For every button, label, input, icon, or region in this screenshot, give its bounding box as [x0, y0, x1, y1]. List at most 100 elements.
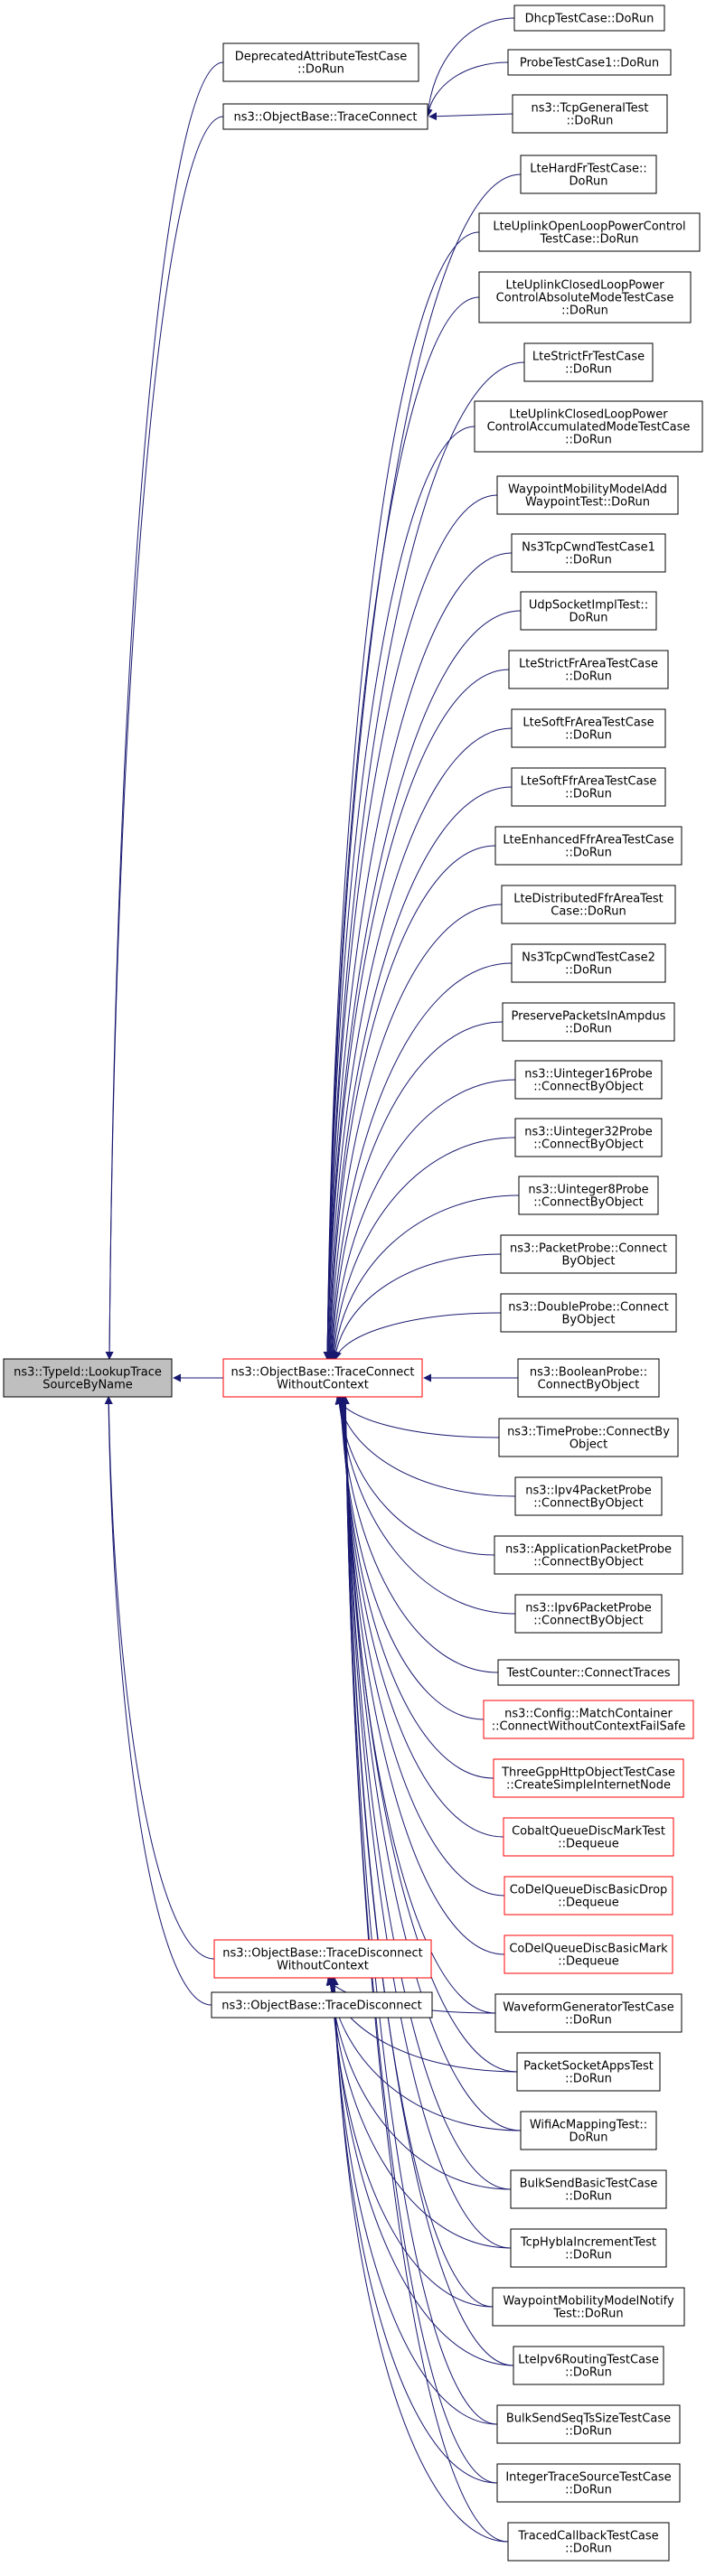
node-box — [496, 2404, 681, 2444]
node-box — [508, 650, 669, 689]
node-label-line: LteSoftFfrAreaTestCase — [521, 775, 657, 789]
node-label-line: ::DoRun — [565, 2190, 612, 2204]
node-label-line: ByObject — [562, 1314, 616, 1327]
node-tracedcallback[interactable]: TracedCallbackTestCase::DoRun — [507, 2522, 670, 2562]
node-box — [496, 2463, 681, 2503]
node-matchcontainer[interactable]: ns3::Config::MatchContainer::ConnectWith… — [483, 1700, 694, 1739]
node-box — [498, 1418, 679, 1457]
node-probe1[interactable]: ProbeTestCase1::DoRun — [507, 49, 672, 76]
node-uint16[interactable]: ns3::Uinteger16Probe::ConnectByObject — [514, 1060, 663, 1100]
node-ltesoftffr[interactable]: LteSoftFfrAreaTestCase::DoRun — [511, 767, 666, 807]
edge-bulksendseq-to-tcwc — [341, 1396, 498, 2425]
edge-tcpgen-to-traceconnect — [428, 112, 513, 121]
edge-traceconnect-to-root — [105, 116, 224, 1360]
node-box — [497, 1659, 680, 1686]
node-boolprobe[interactable]: ns3::BooleanProbe::ConnectByObject — [517, 1358, 660, 1398]
node-integertrace[interactable]: IntegerTraceSourceTestCase::DoRun — [496, 2463, 681, 2503]
node-label-line: LteUplinkOpenLoopPowerControl — [493, 220, 685, 234]
node-ltestrict[interactable]: LteStrictFrTestCase::DoRun — [523, 342, 654, 382]
node-label-line: ControlAbsoluteModeTestCase — [496, 292, 674, 305]
edge-ns3cwnd1-to-tcwc — [323, 552, 513, 1360]
node-label-line: ns3::Config::MatchContainer — [504, 1708, 673, 1721]
node-label-line: ns3::TcpGeneralTest — [531, 102, 648, 116]
node-bulksend[interactable]: BulkSendBasicTestCase::DoRun — [510, 2169, 667, 2209]
node-cobalt[interactable]: CobaltQueueDiscMarkTest::Dequeue — [503, 1817, 674, 1857]
node-bulksendseq[interactable]: BulkSendSeqTsSizeTestCase::DoRun — [496, 2404, 681, 2444]
edge-ltehard-to-tcwc — [323, 173, 522, 1360]
node-udpsocket[interactable]: UdpSocketImplTest::DoRun — [520, 591, 657, 631]
node-label-line: ::DoRun — [565, 554, 612, 567]
node-label-line: TcpHyblaIncrementTest — [520, 2236, 656, 2250]
node-waveform[interactable]: WaveformGeneratorTestCase::DoRun — [494, 1993, 682, 2033]
node-tcwc[interactable]: ns3::ObjectBase::TraceConnectWithoutCont… — [222, 1358, 423, 1398]
node-label-line: ThreeGppHttpObjectTestCase — [501, 1766, 675, 1780]
node-lteuplinkclosedacc[interactable]: LteUplinkClosedLoopPowerControlAccumulat… — [474, 400, 703, 453]
node-lteuplinkclosedabs[interactable]: LteUplinkClosedLoopPowerControlAbsoluteM… — [478, 271, 692, 323]
node-label-line: CoDelQueueDiscBasicMark — [509, 1943, 668, 1956]
node-label-line: ::CreateSimpleInternetNode — [506, 1779, 671, 1793]
node-box — [514, 1118, 663, 1157]
node-box — [511, 943, 666, 983]
node-lteipv6[interactable]: LteIpv6RoutingTestCase::DoRun — [513, 2346, 664, 2385]
node-traceconnect[interactable]: ns3::ObjectBase::TraceConnect — [222, 103, 428, 130]
node-timeprobe[interactable]: ns3::TimeProbe::ConnectByObject — [498, 1418, 679, 1457]
node-ipv6probe[interactable]: ns3::Ipv6PacketProbe::ConnectByObject — [514, 1594, 663, 1634]
node-appprobe[interactable]: ns3::ApplicationPacketProbe::ConnectByOb… — [494, 1535, 683, 1575]
node-packetprobe[interactable]: ns3::PacketProbe::ConnectByObject — [500, 1234, 677, 1274]
node-doubleprobe[interactable]: ns3::DoubleProbe::ConnectByObject — [500, 1293, 677, 1333]
node-tdisc[interactable]: ns3::ObjectBase::TraceDisconnect — [211, 1991, 433, 2019]
node-ipv4probe[interactable]: ns3::Ipv4PacketProbe::ConnectByObject — [514, 1476, 663, 1516]
node-wifiac[interactable]: WifiAcMappingTest::DoRun — [520, 2111, 657, 2150]
node-ltehard[interactable]: LteHardFrTestCase::DoRun — [520, 155, 657, 194]
node-lteuplinkopen[interactable]: LteUplinkOpenLoopPowerControlTestCase::D… — [478, 212, 701, 252]
node-label-line: ::DoRun — [565, 2425, 612, 2439]
node-uint32[interactable]: ns3::Uinteger32Probe::ConnectByObject — [514, 1118, 663, 1157]
node-waypointadd[interactable]: WaypointMobilityModelAddWaypointTest::Do… — [496, 475, 679, 515]
node-dhcp[interactable]: DhcpTestCase::DoRun — [513, 5, 665, 32]
edge-ltesoftarea-to-tcwc — [324, 727, 513, 1360]
node-label-line: CobaltQueueDiscMarkTest — [512, 1825, 665, 1839]
node-label-line: ::DoRun — [565, 2543, 612, 2556]
node-tdwc[interactable]: ns3::ObjectBase::TraceDisconnectWithoutC… — [213, 1939, 432, 1979]
node-ns3cwnd2[interactable]: Ns3TcpCwndTestCase2::DoRun — [511, 943, 666, 983]
node-label-line: Ns3TcpCwndTestCase1 — [522, 541, 655, 555]
edge-tracedcallback-to-tdwc — [330, 1977, 509, 2543]
edge-tdwc-to-root — [104, 1396, 215, 1960]
node-testcounter[interactable]: TestCounter::ConnectTraces — [497, 1659, 680, 1686]
node-label-line: ::DoRun — [565, 847, 612, 860]
node-threegpp[interactable]: ThreeGppHttpObjectTestCase::CreateSimple… — [493, 1758, 684, 1798]
node-deprecated[interactable]: DeprecatedAttributeTestCase::DoRun — [222, 42, 419, 82]
node-label-line: ::DoRun — [565, 670, 612, 684]
node-label-line: ns3::DoubleProbe::Connect — [508, 1301, 669, 1315]
node-tcpgen[interactable]: ns3::TcpGeneralTest::DoRun — [512, 94, 668, 134]
node-packetsocket[interactable]: PacketSocketAppsTest::DoRun — [516, 2052, 661, 2092]
node-codeldrop[interactable]: CoDelQueueDiscBasicDrop::Dequeue — [504, 1876, 673, 1916]
node-label-line: PreservePacketsInAmpdus — [512, 1010, 666, 1024]
node-label-line: Case::DoRun — [551, 905, 626, 919]
edge-uint32-to-tcwc — [329, 1137, 516, 1360]
node-ltesoftarea[interactable]: LteSoftFrAreaTestCase::DoRun — [511, 708, 666, 748]
node-ltestrictarea[interactable]: LteStrictFrAreaTestCase::DoRun — [508, 650, 669, 689]
edge-deprecated-to-root — [105, 61, 224, 1360]
node-lteenhanced[interactable]: LteEnhancedFfrAreaTestCase::DoRun — [494, 826, 682, 866]
node-tcphybla[interactable]: TcpHyblaIncrementTest::DoRun — [510, 2228, 667, 2268]
node-label-line: WaypointTest::DoRun — [525, 496, 650, 510]
edge-ltedistributed-to-tcwc — [326, 904, 503, 1360]
node-label-line: TestCase::DoRun — [539, 233, 638, 247]
node-label-line: ns3::ObjectBase::TraceConnect — [231, 1366, 414, 1380]
node-label-line: ::DoRun — [565, 2073, 612, 2086]
node-ns3cwnd1[interactable]: Ns3TcpCwndTestCase1::DoRun — [511, 533, 666, 573]
node-box — [520, 155, 657, 194]
node-codelmark[interactable]: CoDelQueueDiscBasicMark::Dequeue — [504, 1934, 673, 1974]
node-box — [520, 2111, 657, 2150]
node-uint8[interactable]: ns3::Uinteger8Probe::ConnectByObject — [518, 1176, 659, 1215]
node-box — [511, 767, 666, 807]
node-label-line: ns3::Uinteger16Probe — [524, 1068, 653, 1082]
edge-ltesoftffr-to-tcwc — [325, 786, 513, 1360]
node-box — [502, 1002, 675, 1042]
node-label-line: DeprecatedAttributeTestCase — [235, 51, 408, 64]
node-preserve[interactable]: PreservePacketsInAmpdus::DoRun — [502, 1002, 675, 1042]
